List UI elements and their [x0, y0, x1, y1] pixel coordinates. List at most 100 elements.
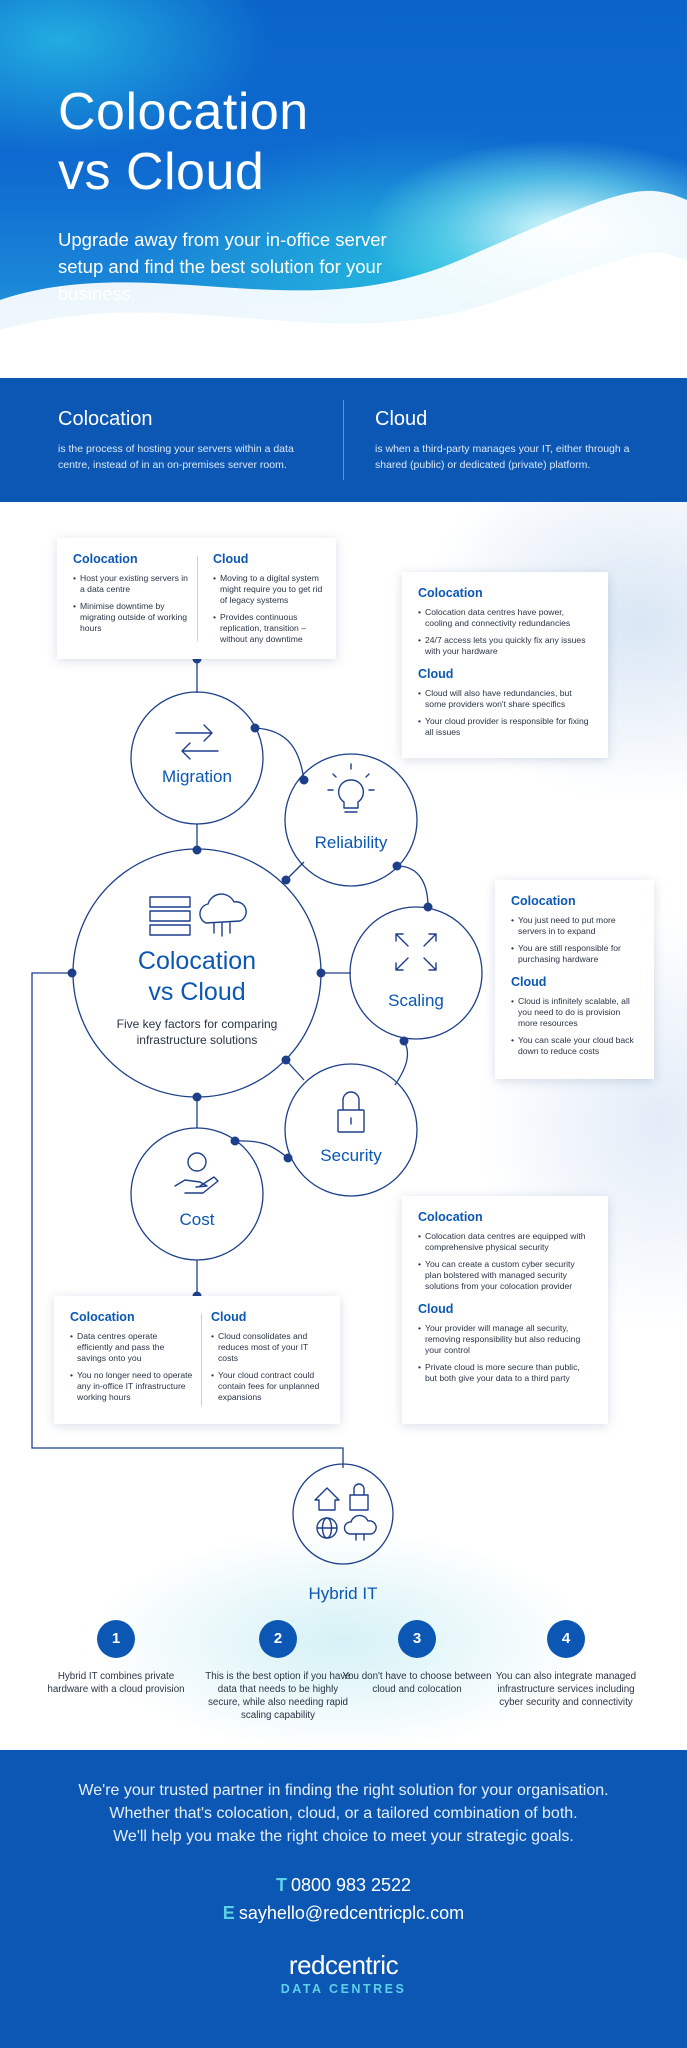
center-subtitle: Five key factors for comparing infrastru… — [116, 1017, 278, 1047]
footer: We're your trusted partner in finding th… — [0, 1750, 687, 2048]
hybrid-cloud-icon — [343, 1514, 377, 1541]
card-reliability-cloud-list: Cloud will also have redundancies, but s… — [418, 688, 592, 738]
hybrid-step-3-number: 3 — [398, 1620, 436, 1658]
hybrid-step-3-text: You don't have to choose between cloud a… — [342, 1671, 492, 1695]
footer-line-2: Whether that's colocation, cloud, or a t… — [109, 1805, 578, 1822]
list-item: 24/7 access lets you quickly fix any iss… — [418, 635, 592, 657]
hybrid-step-1-number: 1 — [97, 1620, 135, 1658]
card-reliability-colocation-list: Colocation data centres have power, cool… — [418, 607, 592, 657]
card-security-colocation-title: Colocation — [418, 1210, 483, 1224]
padlock-icon — [337, 1091, 365, 1133]
card-migration-cloud-title: Cloud — [213, 552, 249, 566]
list-item: Cloud will also have redundancies, but s… — [418, 688, 592, 710]
list-item: You no longer need to operate any in-off… — [70, 1370, 194, 1403]
list-item: Your cloud contract could contain fees f… — [211, 1370, 329, 1403]
connector-migration-reliability — [254, 727, 305, 781]
hybrid-step-2-text: This is the best option if you have data… — [205, 1671, 351, 1721]
card-scaling-cloud-title: Cloud — [511, 975, 547, 989]
definition-cloud-text: is when a third-party manages your IT, e… — [375, 443, 630, 471]
definition-cloud: Cloud is when a third-party manages your… — [375, 408, 645, 473]
card-scaling: Colocation You just need to put more ser… — [495, 880, 654, 1079]
card-migration-divider — [197, 556, 198, 641]
card-migration-colocation-list: Host your existing servers in a data cen… — [73, 573, 193, 634]
list-item: Moving to a digital system might require… — [213, 573, 327, 606]
card-reliability-cloud-title: Cloud — [418, 667, 454, 681]
card-cost-colocation: Colocation Data centres operate efficien… — [70, 1310, 194, 1413]
list-item: You can create a custom cyber security p… — [418, 1259, 592, 1292]
migration-circle — [130, 691, 264, 825]
card-cost-divider — [201, 1314, 202, 1406]
hybrid-lock-icon — [349, 1483, 369, 1511]
footer-phone-number[interactable]: 0800 983 2522 — [290, 1875, 412, 1895]
card-scaling-cloud-list: Cloud is infinitely scalable, all you ne… — [511, 996, 638, 1057]
list-item: Data centres operate efficiently and pas… — [70, 1331, 194, 1364]
list-item: Colocation data centres are equipped wit… — [418, 1231, 592, 1253]
definition-colocation-title: Colocation — [58, 408, 153, 430]
card-reliability-colocation-title: Colocation — [418, 586, 483, 600]
node-reliability-label: Reliability — [314, 833, 388, 852]
center-title-line2: vs Cloud — [148, 978, 246, 1006]
hybrid-it-title: Hybrid IT — [308, 1584, 378, 1603]
definitions-band: Colocation is the process of hosting you… — [0, 378, 687, 502]
factors-section — [0, 502, 687, 1750]
reliability-circle — [284, 753, 418, 887]
card-cost-colocation-list: Data centres operate efficiently and pas… — [70, 1331, 194, 1403]
connector-cost-security — [234, 1140, 289, 1159]
card-migration-colocation-title: Colocation — [73, 552, 138, 566]
hero-subtitle: Upgrade away from your in-office server … — [58, 229, 387, 304]
card-security: Colocation Colocation data centres are e… — [402, 1196, 608, 1424]
list-item: Cloud is infinitely scalable, all you ne… — [511, 996, 638, 1029]
node-scaling-label: Scaling — [388, 991, 444, 1010]
hybrid-step-1-text: Hybrid IT combines private hardware with… — [47, 1671, 185, 1695]
footer-email-label: E — [222, 1903, 235, 1923]
card-migration-cloud-list: Moving to a digital system might require… — [213, 573, 327, 645]
card-scaling-colocation-list: You just need to put more servers in to … — [511, 915, 638, 965]
card-cost-cloud-list: Cloud consolidates and reduces most of y… — [211, 1331, 329, 1403]
hero-title-line1: Colocation — [58, 83, 309, 141]
brand-logo-subtext: DATA CENTRES — [280, 1982, 407, 1996]
card-migration-colocation: Colocation Host your existing servers in… — [73, 552, 193, 644]
connector-scaling-security — [394, 1040, 409, 1086]
hybrid-step-4-text: You can also integrate managed infrastru… — [495, 1671, 637, 1708]
card-scaling-colocation-title: Colocation — [511, 894, 576, 908]
node-cost-label: Cost — [179, 1210, 215, 1229]
factors-diagram — [31, 654, 483, 1565]
hybrid-step-2-number: 2 — [259, 1620, 297, 1658]
list-item: You are still responsible for purchasing… — [511, 943, 638, 965]
scaling-circle — [349, 906, 483, 1040]
list-item: Provides continuous replication, transit… — [213, 612, 327, 645]
center-title-line1: Colocation — [137, 947, 257, 975]
card-cost-cloud-title: Cloud — [211, 1310, 247, 1324]
brand-logo-text: redcentric — [288, 1950, 399, 1980]
pound-hand-icon — [174, 1152, 219, 1194]
card-migration: Colocation Host your existing servers in… — [57, 538, 336, 659]
definition-colocation: Colocation is the process of hosting you… — [58, 408, 328, 473]
security-circle — [284, 1063, 418, 1197]
hybrid-step-4-number: 4 — [547, 1620, 585, 1658]
hero-banner: Colocation vs Cloud Upgrade away from yo… — [0, 0, 687, 378]
list-item: Minimise downtime by migrating outside o… — [73, 601, 193, 634]
definitions-divider — [343, 400, 344, 480]
card-reliability: Colocation Colocation data centres have … — [402, 572, 608, 758]
card-security-cloud-title: Cloud — [418, 1302, 454, 1316]
card-security-colocation-list: Colocation data centres are equipped wit… — [418, 1231, 592, 1292]
card-cost: Colocation Data centres operate efficien… — [54, 1296, 340, 1424]
card-cost-cloud: Cloud Cloud consolidates and reduces mos… — [211, 1310, 329, 1413]
migration-arrows-icon — [175, 724, 219, 760]
hybrid-globe-icon — [316, 1517, 338, 1539]
list-item: Private cloud is more secure than public… — [418, 1362, 592, 1384]
card-migration-cloud: Cloud Moving to a digital system might r… — [213, 552, 327, 655]
hero-wave-graphic — [0, 190, 687, 378]
footer-email-address[interactable]: sayhello@redcentricplc.com — [238, 1903, 465, 1923]
definition-cloud-title: Cloud — [375, 408, 428, 430]
server-stack-icon — [149, 896, 191, 936]
list-item: You can scale your cloud back down to re… — [511, 1035, 638, 1057]
footer-line-3: We'll help you make the right choice to … — [113, 1828, 574, 1845]
card-security-cloud-list: Your provider will manage all security, … — [418, 1323, 592, 1384]
list-item: You just need to put more servers in to … — [511, 915, 638, 937]
cloud-network-icon — [199, 893, 247, 937]
list-item: Host your existing servers in a data cen… — [73, 573, 193, 595]
